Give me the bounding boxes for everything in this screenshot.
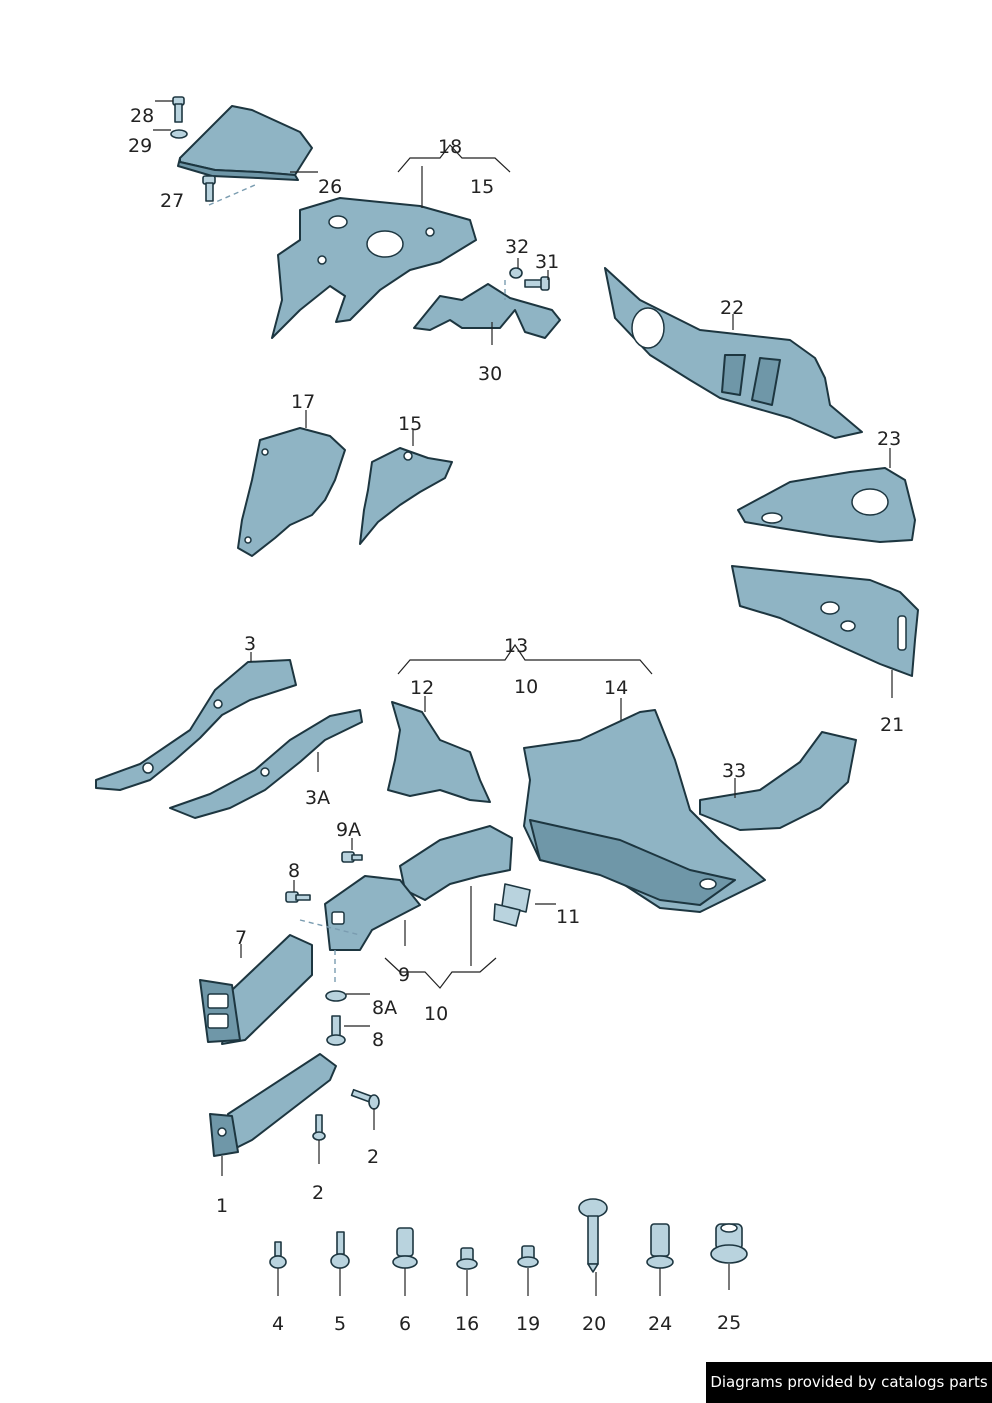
part-1-box [209, 1053, 337, 1157]
part-14-floor [523, 709, 766, 913]
callout-24: 24 [648, 1313, 672, 1335]
callout-30: 30 [478, 363, 502, 385]
callout-2-bottom: 2 [312, 1182, 324, 1204]
bolt-27 [202, 175, 216, 202]
washer-32 [509, 267, 523, 279]
callout-31: 31 [535, 251, 559, 273]
washer-29 [170, 129, 188, 139]
part-33-panel [699, 731, 857, 831]
bolt-8-bottom [326, 1015, 346, 1046]
part-3a-rail [169, 709, 363, 819]
bolt-31 [524, 276, 550, 291]
callout-16: 16 [455, 1313, 479, 1335]
callout-9a: 9A [336, 819, 361, 841]
bolt-8-top [285, 891, 311, 903]
callout-6: 6 [399, 1313, 411, 1335]
part-23-panel [737, 467, 916, 543]
part-3-rail [95, 659, 297, 791]
callout-15-top: 15 [470, 176, 494, 198]
callout-19: 19 [516, 1313, 540, 1335]
callout-27: 27 [160, 190, 184, 212]
fastener-5 [330, 1231, 350, 1269]
callout-29: 29 [128, 135, 152, 157]
screw-2-right [350, 1088, 380, 1110]
callout-1: 1 [216, 1195, 228, 1217]
callout-5: 5 [334, 1313, 346, 1335]
callout-10-bottom: 10 [424, 1003, 448, 1025]
callout-22: 22 [720, 297, 744, 319]
callout-25: 25 [717, 1312, 741, 1334]
callout-26: 26 [318, 176, 342, 198]
part-10-duct [399, 825, 513, 901]
bolt-28 [172, 96, 185, 123]
callout-8a: 8A [372, 997, 397, 1019]
callout-7: 7 [235, 927, 247, 949]
callout-23: 23 [877, 428, 901, 450]
callout-17: 17 [291, 391, 315, 413]
leader-lines [153, 100, 893, 1296]
callout-3a: 3A [305, 787, 330, 809]
callout-21: 21 [880, 714, 904, 736]
part-9-bracket [324, 875, 421, 951]
part-18-rear-frame [271, 197, 477, 339]
callout-20: 20 [582, 1313, 606, 1335]
callout-4: 4 [272, 1313, 284, 1335]
callout-28: 28 [130, 105, 154, 127]
callout-13: 13 [504, 635, 528, 657]
fastener-6 [392, 1227, 418, 1269]
part-11-clip [493, 883, 531, 927]
part-7-box [199, 934, 313, 1045]
fastener-16 [456, 1247, 478, 1270]
callout-14: 14 [604, 677, 628, 699]
part-21-panel [731, 565, 919, 677]
callout-3: 3 [244, 633, 256, 655]
fastener-24 [646, 1223, 674, 1269]
callout-15: 15 [398, 413, 422, 435]
part-26-cover [177, 105, 313, 181]
part-12-bracket [387, 701, 491, 803]
part-15-panel [359, 447, 453, 545]
callout-10-top: 10 [514, 676, 538, 698]
fastener-20 [578, 1198, 608, 1273]
callout-33: 33 [722, 760, 746, 782]
callout-2-right: 2 [367, 1146, 379, 1168]
screw-2-bottom [312, 1114, 326, 1141]
part-17-panel [237, 427, 346, 557]
callout-9: 9 [398, 964, 410, 986]
bolt-9a [341, 851, 363, 863]
part-30-bracket [413, 283, 561, 339]
fastener-19 [517, 1245, 539, 1268]
callout-12: 12 [410, 677, 434, 699]
callout-labels: 28 29 27 26 18 15 32 31 30 22 17 15 23 2… [128, 105, 904, 1335]
fastener-4 [269, 1241, 287, 1269]
callout-8-top: 8 [288, 860, 300, 882]
part-22-panel [604, 267, 863, 439]
footer-credit: Diagrams provided by catalogs parts [706, 1362, 992, 1403]
washer-8a [325, 990, 347, 1002]
fastener-25 [710, 1223, 748, 1264]
callout-18: 18 [438, 136, 462, 158]
callout-32: 32 [505, 236, 529, 258]
callout-11: 11 [556, 906, 580, 928]
callout-8-bottom: 8 [372, 1029, 384, 1051]
